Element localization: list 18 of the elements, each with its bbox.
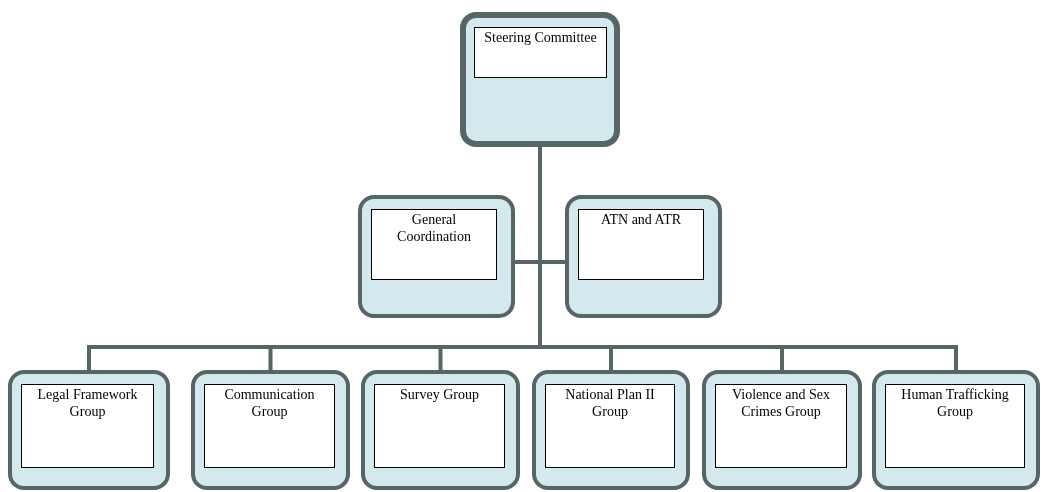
node-label: Violence and Sex Crimes Group xyxy=(715,384,847,468)
rounded-box xyxy=(191,370,350,490)
rounded-box xyxy=(358,195,515,318)
rounded-box xyxy=(532,370,690,490)
node-label: Survey Group xyxy=(374,384,505,468)
node-label: Human Trafficking Group xyxy=(885,384,1025,468)
node-label: General Coordination xyxy=(371,209,497,280)
node-label: Steering Committee xyxy=(474,27,607,78)
rounded-box xyxy=(565,195,722,318)
rounded-box xyxy=(702,370,862,490)
node-label: National Plan II Group xyxy=(545,384,675,468)
rounded-box xyxy=(460,12,620,147)
rounded-box xyxy=(872,370,1040,490)
node-label: ATN and ATR xyxy=(578,209,704,280)
rounded-box xyxy=(361,370,520,490)
rounded-box xyxy=(8,370,170,490)
node-label: Communication Group xyxy=(204,384,335,468)
node-label: Legal Framework Group xyxy=(21,384,154,468)
